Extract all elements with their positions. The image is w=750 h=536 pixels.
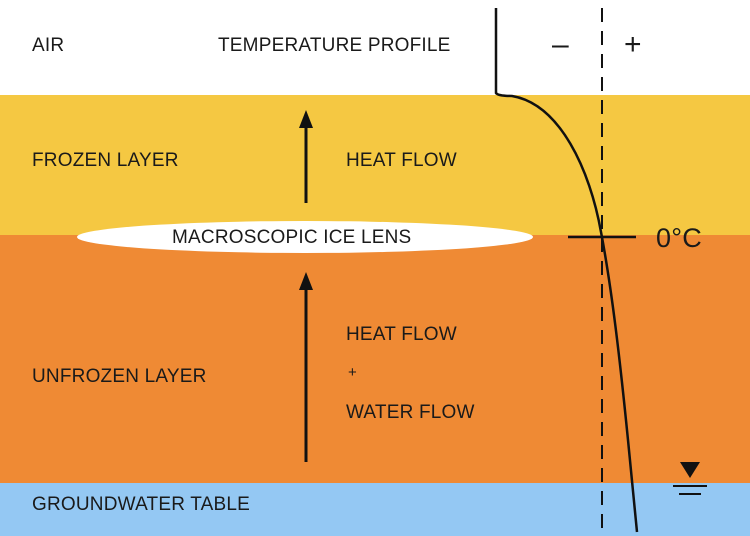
heat-flow-label-upper: HEAT FLOW — [346, 150, 457, 171]
heat-water-flow-arrow-head — [299, 272, 313, 290]
profile-plus-sign: + — [624, 28, 642, 61]
flow-plus-sign: + — [348, 364, 357, 381]
water-flow-label: WATER FLOW — [346, 402, 475, 423]
frozen-layer-label: FROZEN LAYER — [32, 150, 179, 171]
air-label: AIR — [32, 35, 65, 56]
temperature-profile-curve — [494, 8, 639, 533]
heat-flow-label-lower: HEAT FLOW — [346, 324, 457, 345]
groundwater-table-label: GROUNDWATER TABLE — [32, 494, 251, 515]
unfrozen-layer — [0, 235, 750, 483]
water-table-triangle-icon — [673, 462, 707, 495]
frozen-layer — [0, 95, 750, 235]
profile-minus-sign: – — [552, 28, 569, 61]
ice-lens — [77, 221, 533, 253]
heat-flow-arrow-head — [299, 110, 313, 128]
ice-lens-label: MACROSCOPIC ICE LENS — [172, 227, 412, 248]
groundwater-layer — [0, 483, 750, 536]
temperature-profile-title: TEMPERATURE PROFILE — [218, 35, 451, 56]
unfrozen-layer-label: UNFROZEN LAYER — [32, 366, 207, 387]
air-layer — [0, 0, 750, 95]
freezing-point-label: 0°C — [656, 223, 702, 253]
